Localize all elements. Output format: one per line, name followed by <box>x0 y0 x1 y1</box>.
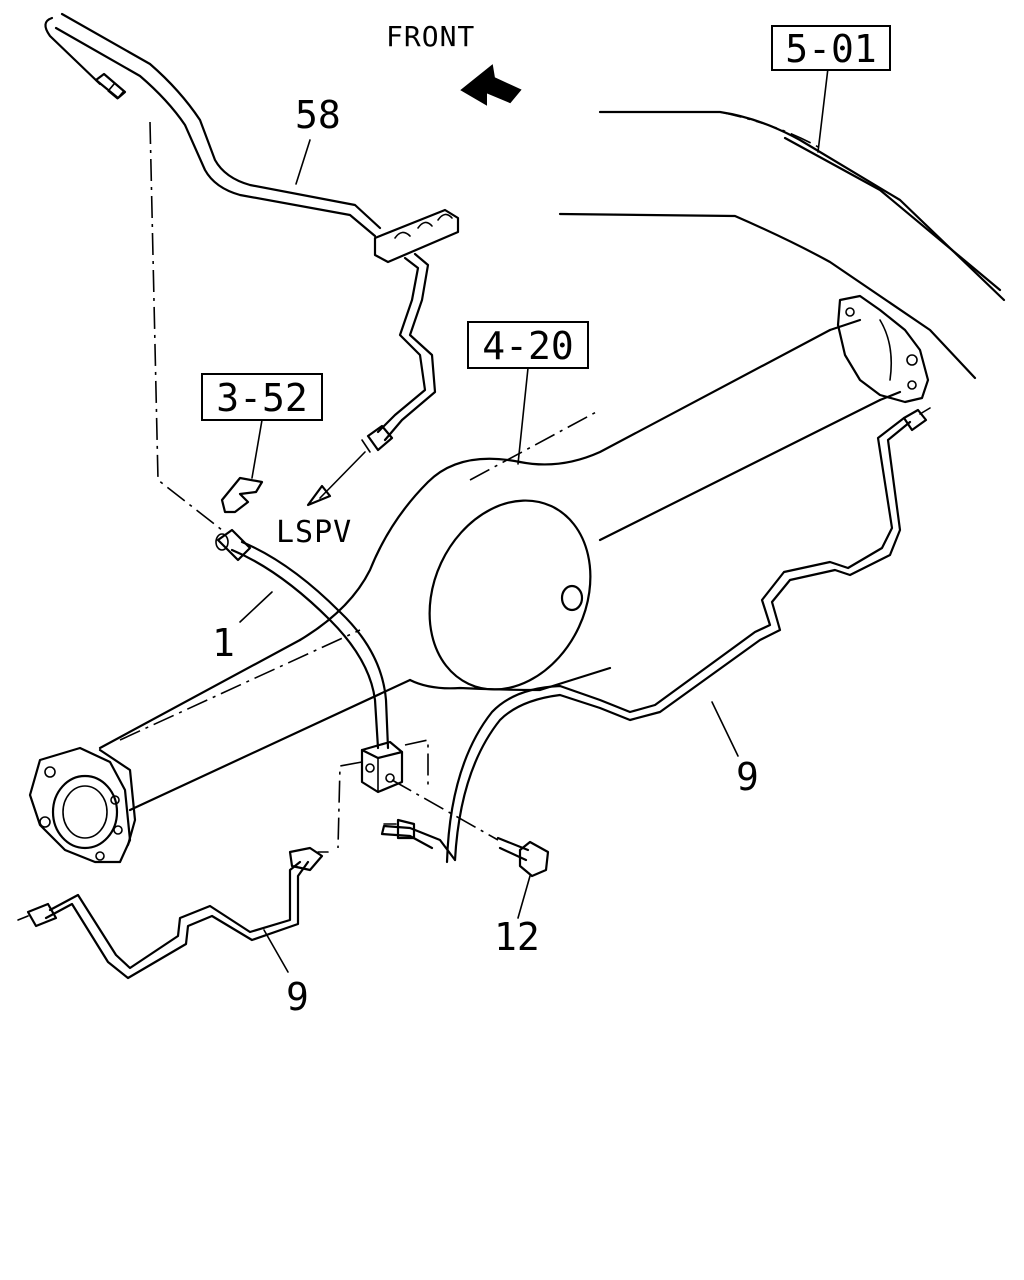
part-number-1: 1 <box>212 621 235 665</box>
brake-pipe-9-right <box>380 407 931 864</box>
front-arrow <box>460 64 522 106</box>
leader-9-left <box>263 929 289 973</box>
front-label: FRONT <box>386 20 475 53</box>
bolt-12 <box>496 836 550 878</box>
part-number-58: 58 <box>295 93 341 137</box>
brake-pipe-9-left <box>17 846 329 980</box>
junction-block <box>337 739 499 849</box>
part-number-9-right: 9 <box>736 755 759 799</box>
frame-outline <box>558 110 1006 380</box>
brake-hose-1 <box>149 121 390 750</box>
leader-58 <box>295 139 311 185</box>
leader-9-right <box>711 701 739 757</box>
reference-box-4-20: 4-20 <box>467 321 589 369</box>
leader-1 <box>239 591 273 623</box>
leader-4-20 <box>517 367 529 465</box>
part-number-12: 12 <box>494 915 540 959</box>
leader-5-01 <box>817 67 829 153</box>
part-number-9-left: 9 <box>286 975 309 1019</box>
reference-box-5-01: 5-01 <box>771 25 891 71</box>
leader-3-52 <box>251 419 263 479</box>
ref-3-52-label: 3-52 <box>216 376 308 420</box>
ref-5-01-label: 5-01 <box>785 27 877 71</box>
leader-lines <box>239 67 829 973</box>
brake-pipe-58 <box>44 12 460 507</box>
axle-housing <box>28 294 930 864</box>
leader-12 <box>517 875 531 919</box>
reference-box-3-52: 3-52 <box>201 373 323 421</box>
ref-4-20-label: 4-20 <box>482 324 574 368</box>
lspv-label: LSPV <box>276 515 352 550</box>
